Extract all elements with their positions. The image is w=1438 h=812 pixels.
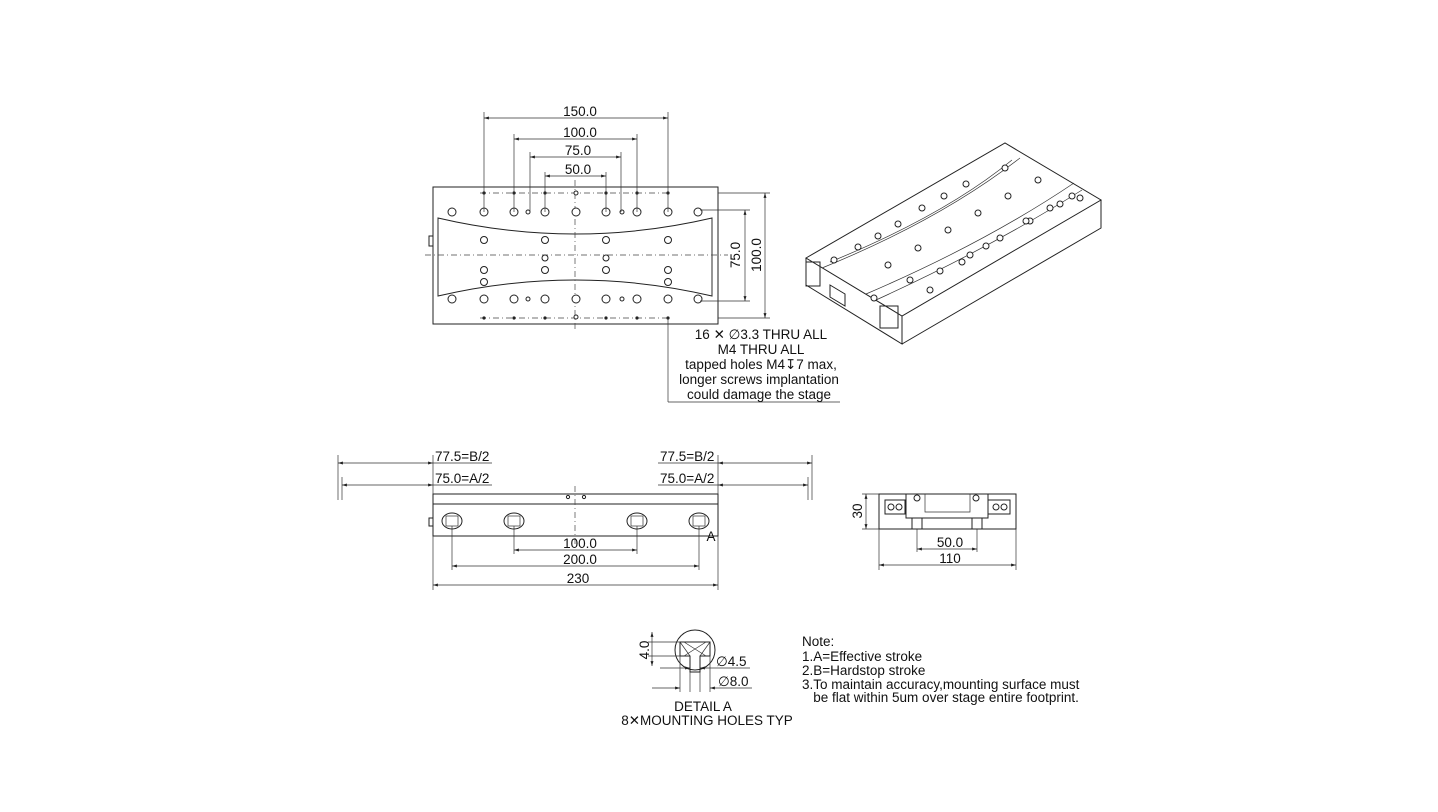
detail-a: 4.0 ∅4.5 ∅8.0 DETAIL A 8✕MOUNTING HOLES … [621,629,793,728]
front-view: A 77.5=B/2 75.0=A/2 77.5=B/2 75.0=A/2 10… [337,449,813,590]
dim-front-230: 230 [567,571,590,586]
top-view: 150.0 100.0 75.0 50.0 75.0 100.0 16 ✕ ∅3… [425,104,840,403]
dim-detail-depth: 4.0 [637,641,652,660]
side-view-body [878,493,1017,530]
stroke-b-left: 77.5=B/2 [435,449,489,464]
note-line-1: 1.A=Effective stroke [802,649,922,664]
dim-75-vertical: 75.0 [728,242,743,268]
dim-75: 75.0 [565,143,591,158]
note-line-4: be flat within 5um over stage entire foo… [802,690,1079,705]
callout-line-5: could damage the stage [687,387,831,402]
iso-holes [830,164,1084,302]
dim-100-vertical: 100.0 [749,238,764,272]
stroke-b-right: 77.5=B/2 [660,449,714,464]
dim-front-100: 100.0 [563,536,597,551]
front-view-mounting-holes [441,512,710,530]
detail-marker-a: A [706,529,715,544]
notes-heading: Note: [802,634,834,649]
detail-a-circle [674,629,716,671]
dim-side-50: 50.0 [937,535,963,550]
note-line-3: 3.To maintain accuracy,mounting surface … [802,677,1080,692]
callout-line-1: 16 ✕ ∅3.3 THRU ALL [695,327,828,342]
callout-line-4: longer screws implantation [679,372,839,387]
notes: Note: 1.A=Effective stroke 2.B=Hardstop … [802,634,1080,705]
dim-50: 50.0 [565,162,591,177]
top-view-dimensions: 150.0 100.0 75.0 50.0 75.0 100.0 [483,104,840,403]
callout-line-3: tapped holes M4↧7 max, [685,357,837,372]
dim-side-height: 30 [850,503,865,518]
stroke-a-left: 75.0=A/2 [435,471,489,486]
front-view-base [432,503,719,537]
note-line-2: 2.B=Hardstop stroke [802,663,925,678]
side-view: 30 50.0 110 [850,493,1017,570]
isometric-view [805,142,1102,345]
detail-a-subtitle: 8✕MOUNTING HOLES TYP [621,713,793,728]
dim-side-110: 110 [939,551,961,566]
detail-a-title: DETAIL A [674,699,732,714]
front-view-carriage [432,493,719,505]
dim-150: 150.0 [563,104,597,119]
dim-front-200: 200.0 [563,552,597,567]
iso-top-face [805,142,1102,317]
dim-detail-hole: ∅4.5 [716,654,747,669]
top-view-body [432,186,719,325]
dim-detail-counterbore: ∅8.0 [718,674,749,689]
stroke-a-right: 75.0=A/2 [660,471,714,486]
top-view-callout: 16 ✕ ∅3.3 THRU ALL M4 THRU ALL tapped ho… [679,327,839,402]
dim-100: 100.0 [563,125,597,140]
callout-line-2: M4 THRU ALL [718,342,805,357]
